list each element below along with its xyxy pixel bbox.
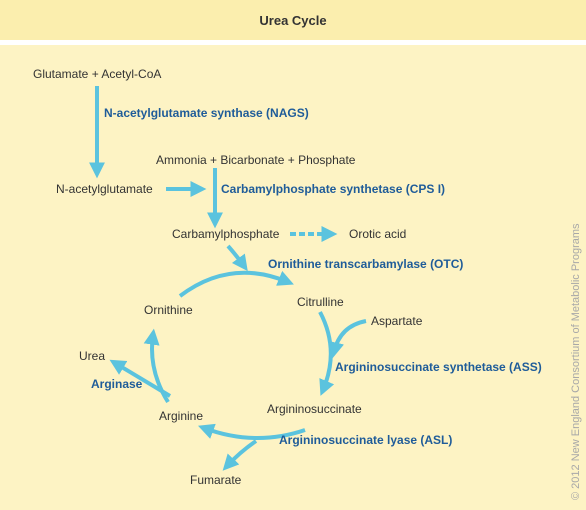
node-n-acetylglutamate: N-acetylglutamate [56, 182, 153, 196]
node-aspartate: Aspartate [371, 314, 423, 328]
arrow-aspartate-into-cycle [328, 319, 367, 359]
node-ammonia-bicarbonate-phosphate: Ammonia + Bicarbonate + Phosphate [156, 153, 356, 167]
arrow-to-fumarate [222, 439, 258, 471]
page-title: Urea Cycle [259, 12, 327, 28]
arrow-carbamylphosphate-into-cycle [226, 244, 248, 272]
arrow-argininosuccinate-to-arginine [198, 423, 306, 441]
node-ornithine: Ornithine [144, 303, 193, 317]
node-urea: Urea [79, 349, 105, 363]
enzyme-cps1: Carbamylphosphate synthetase (CPS I) [221, 182, 445, 196]
enzyme-ass: Argininosuccinate synthetase (ASS) [335, 360, 542, 374]
enzyme-arginase: Arginase [91, 377, 143, 391]
node-fumarate: Fumarate [190, 473, 242, 487]
arrow-arginine-to-urea [109, 359, 172, 398]
arrow-citrulline-to-argininosuccinate [318, 311, 335, 396]
arrow-ornithine-to-citrulline [178, 270, 294, 298]
header-divider [0, 40, 586, 45]
arrow-arginine-to-ornithine [143, 328, 170, 404]
node-citrulline: Citrulline [297, 295, 344, 309]
node-argininosuccinate: Argininosuccinate [267, 402, 362, 416]
node-arginine: Arginine [159, 409, 203, 423]
copyright-notice: © 2012 New England Consortium of Metabol… [570, 223, 582, 500]
enzyme-asl: Argininosuccinate lyase (ASL) [279, 433, 452, 447]
enzyme-nags: N-acetylglutamate synthase (NAGS) [104, 106, 309, 120]
node-glutamate-acetylcoa: Glutamate + Acetyl-CoA [33, 67, 161, 81]
title-bar: Urea Cycle [0, 0, 586, 40]
node-orotic-acid: Orotic acid [349, 227, 406, 241]
enzyme-otc: Ornithine transcarbamylase (OTC) [268, 257, 463, 271]
node-carbamylphosphate: Carbamylphosphate [172, 227, 280, 241]
